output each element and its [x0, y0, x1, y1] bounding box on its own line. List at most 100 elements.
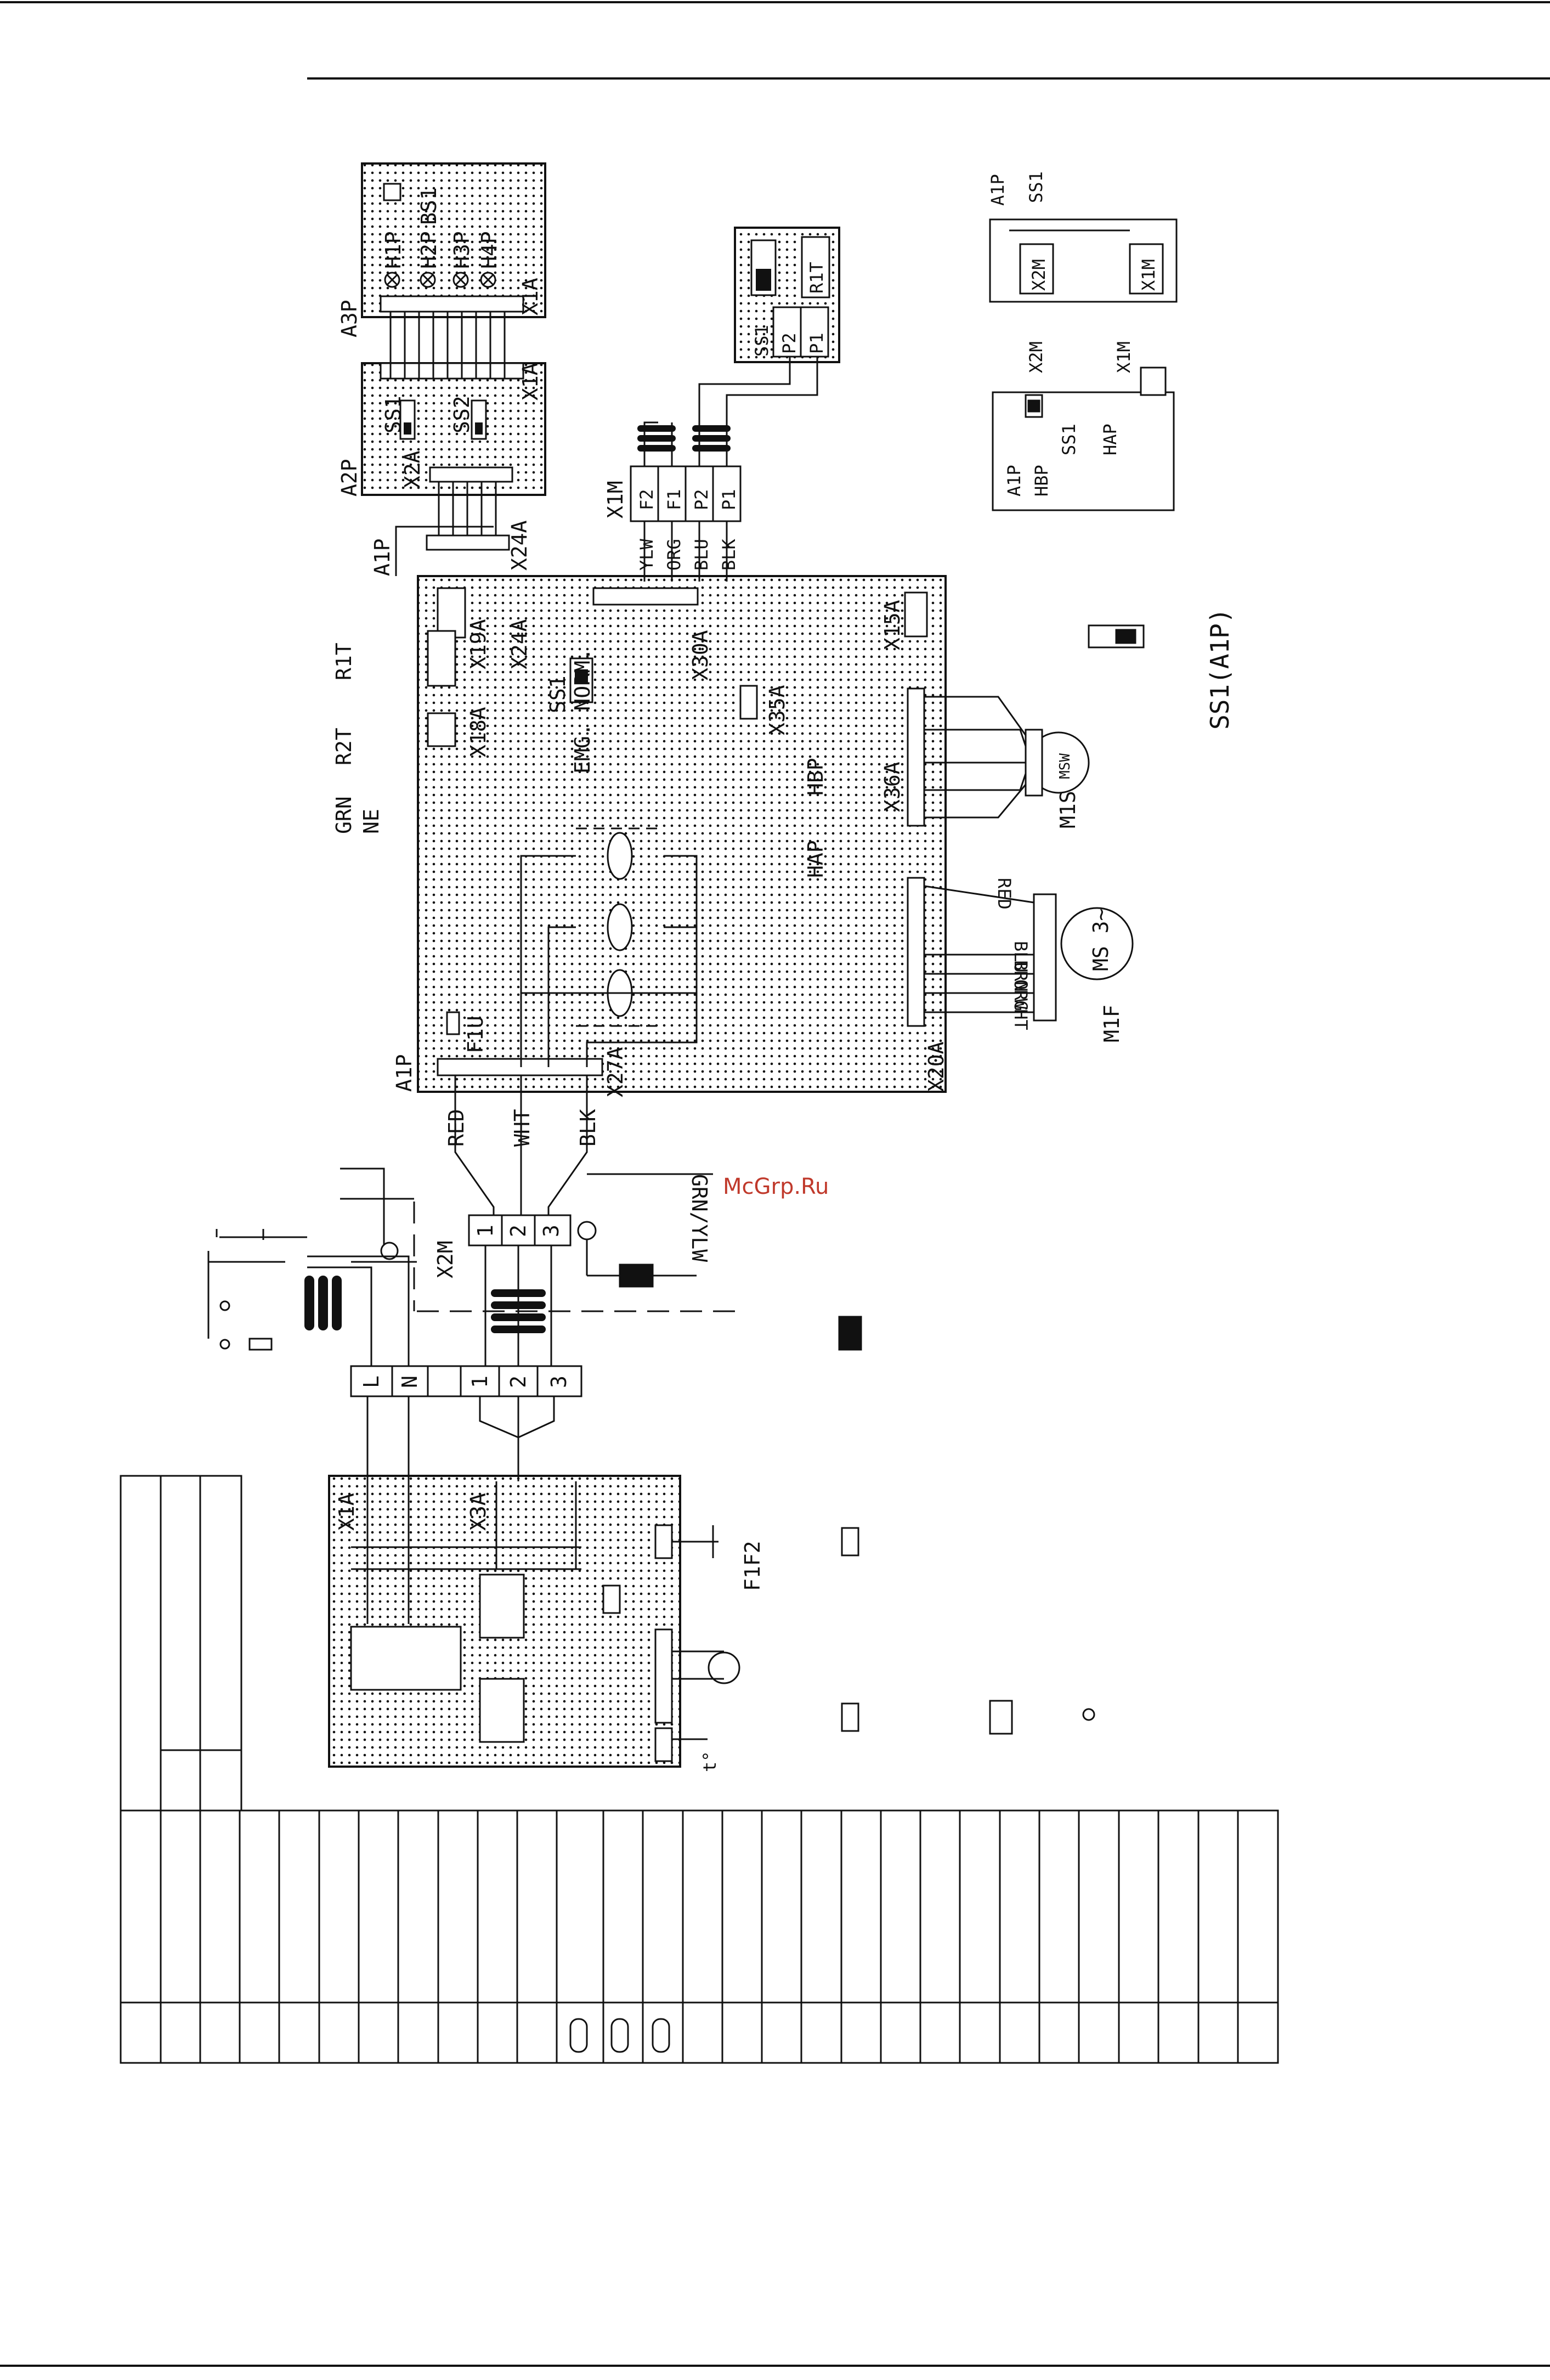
label-ss1-topright: SS1 [1026, 171, 1046, 203]
ferrite-core-icons [637, 425, 731, 452]
label-x2m-mid: X2M [1026, 341, 1046, 373]
label-grn: GRN [332, 796, 356, 834]
label-blu: BLU [691, 539, 712, 571]
relay-block [576, 827, 664, 1027]
label-ss2-a2p: SS2 [450, 396, 474, 433]
label-hbp: HBP [804, 758, 828, 796]
label-r1t: R1T [332, 642, 356, 680]
label-r2t: R2T [332, 727, 356, 765]
label-terminal-n: N [398, 1375, 422, 1388]
ss1-a1p-switch-detail [1088, 624, 1145, 648]
label-org: ORG [664, 539, 685, 571]
label-block-1: 1 [468, 1375, 492, 1388]
label-h3p: H3P [450, 231, 474, 269]
m1f-fan-motor [924, 885, 1134, 1022]
label-red-motor: RED [994, 878, 1015, 910]
lamp-icons [384, 272, 496, 288]
label-x1a-outdoor: X1A [335, 1493, 359, 1531]
label-bs1: BS1 [417, 187, 441, 225]
label-r1t-remote: R1T [806, 262, 827, 294]
label-hap: HAP [804, 840, 828, 878]
label-emg-norm: EMG. NORM. [570, 648, 595, 774]
label-terminal-l: L [359, 1375, 383, 1388]
label-a1p-main: A1P [392, 1054, 416, 1092]
label-x24a-top: X24A [507, 520, 531, 571]
label-x19a: X19A [466, 619, 490, 669]
a1p-top-detail [989, 218, 1178, 303]
label-x24a: X24A [507, 619, 531, 669]
label-h4p: H4P [477, 231, 501, 269]
a1p-layout-detail [992, 366, 1175, 511]
label-a1p-mid: A1P [1004, 465, 1025, 497]
table-relay-icons [569, 2018, 670, 2053]
label-hap-mid: HAP [1100, 424, 1121, 455]
label-t-sensor: t° [699, 1751, 720, 1772]
outdoor-unit-board [328, 1475, 681, 1768]
label-x1m: X1M [603, 481, 627, 518]
label-f1f2: F1F2 [740, 1541, 765, 1591]
a3p-a2p-ribbon [389, 312, 506, 379]
label-f1u: F1U [463, 1016, 488, 1053]
label-wht-wire: WHT [510, 1109, 534, 1147]
label-blk-wire: BLK [576, 1109, 600, 1147]
power-supply-breaker [207, 1168, 417, 1366]
label-blu-motor: BLU [1010, 941, 1031, 973]
label-x30a: X30A [688, 630, 712, 680]
power-wires [454, 1075, 588, 1215]
label-a1p-small: A1P [370, 538, 394, 576]
label-p2-remote: P2 [779, 332, 800, 354]
label-x2m: X2M [433, 1240, 457, 1278]
label-m1f: M1F [1100, 1005, 1124, 1042]
r1t-remote-board [734, 227, 840, 363]
label-h2p: H2P [417, 231, 441, 269]
m1s-swing-motor [924, 696, 1090, 819]
label-x15a: X15A [880, 600, 904, 650]
ferrite-core-supply [304, 1276, 342, 1330]
label-f1: F1 [664, 489, 685, 510]
a1p-main-board [417, 575, 947, 1093]
label-grn-ylw: GRN/YLW [687, 1174, 711, 1262]
label-f2: F2 [636, 489, 657, 510]
label-x2m-topright: X2M [1028, 259, 1049, 291]
a3p-board [361, 162, 546, 318]
label-msw: MSW [1057, 753, 1073, 779]
label-a1p-topright: A1P [987, 174, 1008, 206]
watermark-text: McGrp.Ru [723, 1174, 829, 1199]
label-terminal-3: 3 [539, 1225, 563, 1237]
label-a2p: A2P [337, 459, 361, 497]
label-p1-remote: P1 [806, 332, 827, 354]
outdoor-board-wiring [351, 1396, 740, 1740]
label-x1a-a2p: X1A [518, 363, 542, 401]
label-ss1-mid: SS1 [1059, 424, 1079, 455]
label-hbp-mid: HBP [1031, 465, 1052, 497]
label-x3a-outdoor: X3A [466, 1493, 490, 1531]
x2m-terminal [468, 1214, 654, 1288]
label-x27a: X27A [603, 1047, 627, 1097]
label-ss1-a2p: SS1 [381, 396, 405, 433]
label-wht-motor: WHT [1010, 999, 1031, 1030]
label-x2a: X2A [400, 450, 425, 488]
label-p2: P2 [691, 489, 712, 510]
label-h1p: H1P [381, 231, 405, 269]
x2m-ground [586, 1173, 713, 1277]
label-p1: P1 [719, 489, 739, 510]
label-a3p: A3P [337, 300, 361, 337]
label-blk: BLK [719, 538, 739, 571]
label-m1s: M1S [1056, 791, 1080, 828]
label-ylw: YLW [636, 538, 657, 571]
relay-wiring [520, 855, 698, 1067]
label-x1a-a3p: X1A [518, 278, 542, 315]
label-x36a: X36A [880, 762, 904, 812]
diagram-labels: A3P H1P H2P H3P H4P BS1 X1A A2P SS1 SS2 … [332, 171, 1235, 1772]
ferrite-core-main [491, 1289, 546, 1333]
label-x1m-mid: X1M [1113, 341, 1134, 373]
label-x20a: X20A [924, 1041, 948, 1092]
label-org-motor: ORG [1010, 979, 1031, 1011]
legend-table [120, 1475, 1279, 2064]
label-ss1-main: SS1 [546, 675, 570, 713]
label-brn-motor: BRN [1010, 960, 1031, 992]
label-ss1-a1p-caption: SS1(A1P) [1205, 608, 1235, 730]
